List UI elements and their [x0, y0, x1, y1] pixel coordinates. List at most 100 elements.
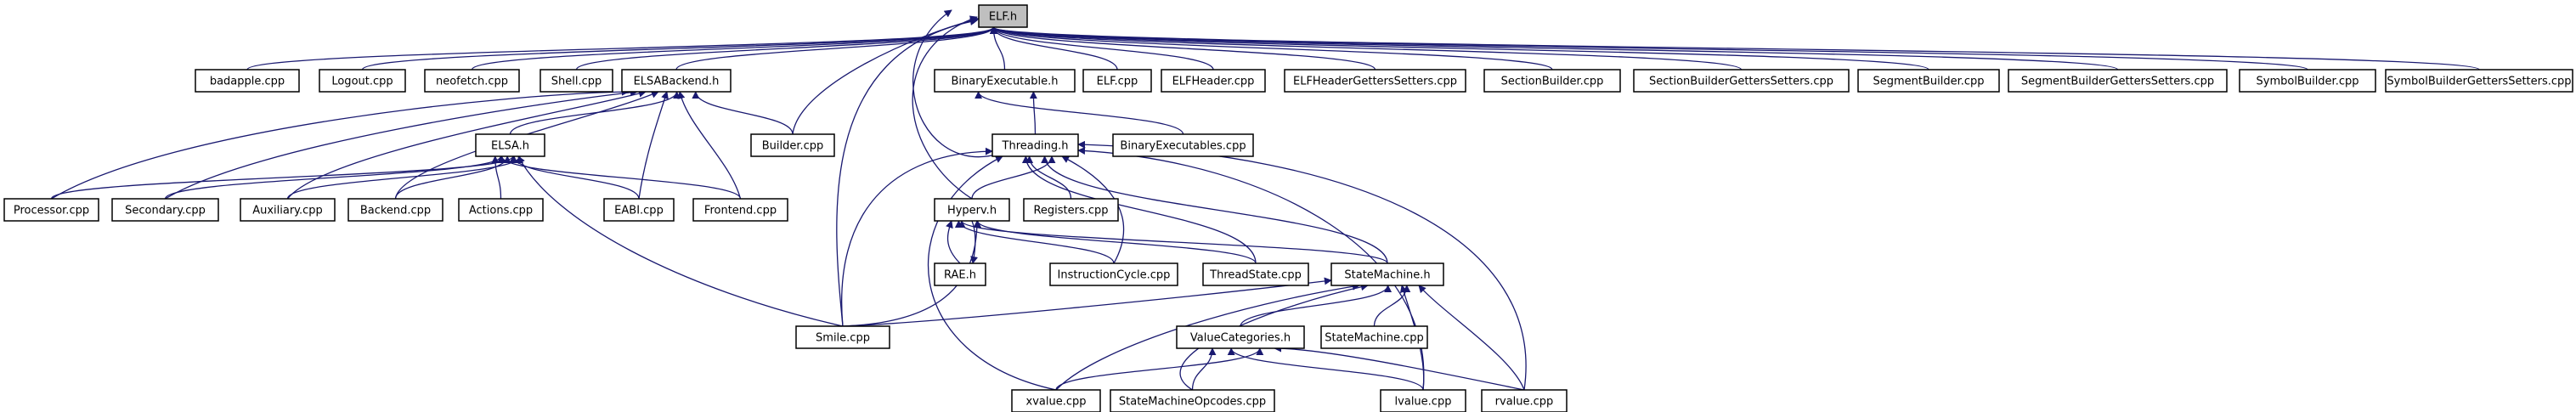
node-label: Threading.h: [1002, 140, 1069, 153]
node-valuecategories-h[interactable]: ValueCategories.h: [1176, 325, 1305, 349]
edge-statemachine-cpp-to-statemachine-h: [1373, 285, 1411, 327]
node-shell-cpp[interactable]: Shell.cpp: [539, 69, 613, 93]
node-box: [539, 69, 613, 93]
node-backend-cpp[interactable]: Backend.cpp: [347, 198, 443, 222]
node-label: ELSA.h: [491, 140, 529, 153]
edge-symbolbuilder-cpp-to-elf-h: [990, 26, 2308, 71]
node-segmentbuilder-cpp[interactable]: SegmentBuilder.cpp: [1857, 69, 2000, 93]
node-symbolbuilder-cpp[interactable]: SymbolBuilder.cpp: [2239, 69, 2376, 93]
node-box: [1023, 198, 1119, 222]
node-label: StateMachineOpcodes.cpp: [1119, 396, 1266, 409]
edge-secondary-cpp-to-elsabackend-h: [165, 88, 638, 200]
edge-eabi-cpp-to-elsabackend-h: [638, 91, 669, 200]
node-box: [991, 133, 1079, 157]
node-label: BinaryExecutables.cpp: [1120, 140, 1246, 153]
edge-elfheadergetterssetters-cpp-to-elf-h: [990, 26, 1376, 71]
node-threadstate-cpp[interactable]: ThreadState.cpp: [1202, 262, 1309, 286]
node-elfheadergetterssetters-cpp[interactable]: ELFHeaderGettersSetters.cpp: [1284, 69, 1466, 93]
node-statemachineopcodes-cpp[interactable]: StateMachineOpcodes.cpp: [1110, 389, 1275, 412]
node-actions-cpp[interactable]: Actions.cpp: [458, 198, 544, 222]
edge-elsa-h-to-elsabackend-h: [509, 91, 681, 135]
edge-threadstate-cpp-to-threading-h: [1021, 155, 1257, 264]
edge-smile-cpp-to-hyperv-h: [842, 220, 981, 327]
edge-xvalue-cpp-to-statemachine-h: [1055, 282, 1360, 391]
node-processor-cpp[interactable]: Processor.cpp: [3, 198, 99, 222]
node-elf-cpp[interactable]: ELF.cpp: [1082, 69, 1152, 93]
edge-smile-cpp-to-elf-h: [836, 18, 978, 327]
node-registers-cpp[interactable]: Registers.cpp: [1023, 198, 1119, 222]
node-auxiliary-cpp[interactable]: Auxiliary.cpp: [240, 198, 336, 222]
edge-rae-h-to-hyperv-h: [946, 220, 961, 264]
node-frontend-cpp[interactable]: Frontend.cpp: [692, 198, 788, 222]
node-box: [2385, 69, 2573, 93]
node-box: [1202, 262, 1309, 286]
edge-symbolbuildergetterssetters-cpp-to-elf-h: [990, 26, 2480, 71]
edge-processor-cpp-to-elsa-h: [50, 155, 517, 200]
node-elf-h: ELF.h: [978, 4, 1028, 28]
node-label: ValueCategories.h: [1190, 332, 1291, 345]
node-label: RAE.h: [944, 269, 976, 282]
node-builder-cpp[interactable]: Builder.cpp: [750, 133, 835, 157]
node-statemachine-h[interactable]: StateMachine.h: [1330, 262, 1444, 286]
node-label: Builder.cpp: [762, 140, 824, 153]
edge-actions-cpp-to-elsa-h: [491, 155, 502, 200]
node-elfheader-cpp[interactable]: ELFHeader.cpp: [1161, 69, 1266, 93]
node-elsabackend-h[interactable]: ELSABackend.h: [621, 69, 732, 93]
node-eabi-cpp[interactable]: EABI.cpp: [603, 198, 675, 222]
edge-instructioncycle-cpp-to-hyperv-h: [954, 220, 1115, 264]
node-box: [978, 4, 1028, 28]
node-binaryexecutable-h[interactable]: BinaryExecutable.h: [934, 69, 1076, 93]
node-secondary-cpp[interactable]: Secondary.cpp: [111, 198, 219, 222]
node-label: lvalue.cpp: [1395, 396, 1452, 409]
node-box: [475, 133, 545, 157]
node-box: [934, 198, 1010, 222]
node-box: [1112, 133, 1254, 157]
node-badapple-cpp[interactable]: badapple.cpp: [195, 69, 300, 93]
node-symbolbuildergetterssetters-cpp[interactable]: SymbolBuilderGettersSetters.cpp: [2385, 69, 2573, 93]
node-lvalue-cpp[interactable]: lvalue.cpp: [1380, 389, 1466, 412]
node-box: [2008, 69, 2228, 93]
edge-elfheader-cpp-to-elf-h: [989, 26, 1214, 71]
node-label: SectionBuilderGettersSetters.cpp: [1649, 76, 1833, 88]
node-rvalue-cpp[interactable]: rvalue.cpp: [1481, 389, 1568, 412]
edge-registers-cpp-to-threading-h: [1025, 155, 1072, 200]
node-box: [3, 198, 99, 222]
node-sectionbuilder-cpp[interactable]: SectionBuilder.cpp: [1483, 69, 1621, 93]
node-segmentbuildergetterssetters-cpp[interactable]: SegmentBuilderGettersSetters.cpp: [2008, 69, 2228, 93]
node-box: [795, 325, 890, 349]
node-elsa-h[interactable]: ELSA.h: [475, 133, 545, 157]
node-threading-h[interactable]: Threading.h: [991, 133, 1079, 157]
node-box: [1320, 325, 1428, 349]
node-logout-cpp[interactable]: Logout.cpp: [319, 69, 406, 93]
edge-hyperv-h-to-threading-h: [971, 155, 1056, 200]
node-label: Auxiliary.cpp: [252, 205, 323, 217]
node-neofetch-cpp[interactable]: neofetch.cpp: [424, 69, 520, 93]
node-binaryexecutables-cpp[interactable]: BinaryExecutables.cpp: [1112, 133, 1254, 157]
node-hyperv-h[interactable]: Hyperv.h: [934, 198, 1010, 222]
node-box: [1011, 389, 1101, 412]
node-box: [1049, 262, 1178, 286]
node-box: [1857, 69, 2000, 93]
node-rae-h[interactable]: RAE.h: [934, 262, 986, 286]
node-smile-cpp[interactable]: Smile.cpp: [795, 325, 890, 349]
node-label: ELFHeader.cpp: [1172, 76, 1255, 88]
node-box: [1110, 389, 1275, 412]
node-label: StateMachine.cpp: [1325, 332, 1424, 345]
node-label: xvalue.cpp: [1026, 396, 1087, 409]
node-label: SymbolBuilderGettersSetters.cpp: [2387, 76, 2571, 88]
node-label: BinaryExecutable.h: [952, 76, 1059, 88]
node-instructioncycle-cpp[interactable]: InstructionCycle.cpp: [1049, 262, 1178, 286]
edge-lvalue-cpp-to-valuecategories-h: [1227, 347, 1424, 391]
node-statemachine-cpp[interactable]: StateMachine.cpp: [1320, 325, 1428, 349]
edge-elf-cpp-to-elf-h: [989, 26, 1118, 71]
node-label: ELSABackend.h: [634, 76, 720, 88]
node-xvalue-cpp[interactable]: xvalue.cpp: [1011, 389, 1101, 412]
node-label: Secondary.cpp: [125, 205, 206, 217]
node-label: SegmentBuilderGettersSetters.cpp: [2021, 76, 2214, 88]
node-box: [1284, 69, 1466, 93]
node-label: SegmentBuilder.cpp: [1873, 76, 1984, 88]
edge-threadstate-cpp-to-hyperv-h: [974, 220, 1257, 264]
edge-binaryexecutable-h-to-elf-h: [989, 26, 1006, 71]
node-sectionbuildergetterssetters-cpp[interactable]: SectionBuilderGettersSetters.cpp: [1633, 69, 1850, 93]
